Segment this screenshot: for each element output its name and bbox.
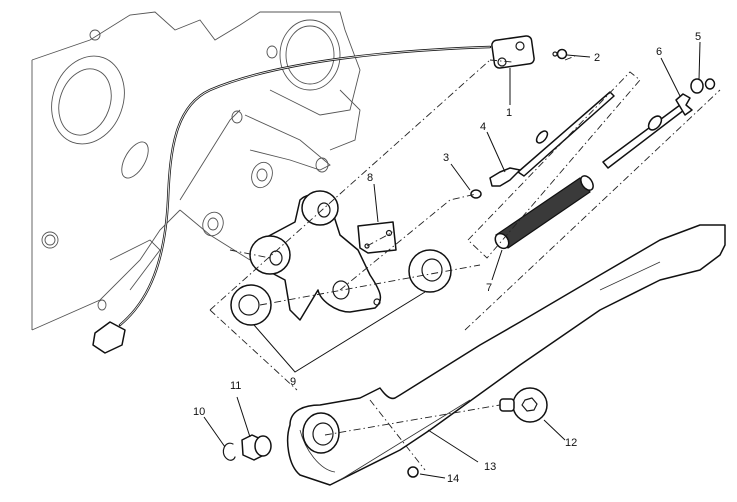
part-2-bolt — [552, 48, 568, 60]
callout-13: 13 — [484, 461, 496, 473]
part-12-pivot-bolt — [499, 387, 548, 423]
leader-lines — [203, 41, 701, 479]
part-7-spring — [494, 175, 594, 250]
part-5-nut-cap — [690, 78, 716, 94]
callout-6: 6 — [656, 46, 662, 58]
part-10-circlip — [222, 442, 236, 461]
part-13-side-stand — [287, 224, 726, 486]
part-6-spring-rod — [602, 93, 693, 169]
callout-10: 10 — [193, 406, 205, 418]
sensor-connector — [92, 321, 126, 354]
callout-14: 14 — [447, 473, 459, 485]
callout-12: 12 — [565, 437, 577, 449]
sensor-cable — [92, 45, 492, 354]
callout-7: 7 — [486, 282, 492, 294]
callout-9: 9 — [290, 376, 296, 388]
part-14-stop-pin — [407, 466, 419, 478]
callout-1: 1 — [506, 107, 512, 119]
callout-4: 4 — [480, 121, 486, 133]
part-3-pin — [470, 189, 482, 199]
assembly-lines — [209, 55, 721, 471]
part-1-switch-bracket — [491, 35, 535, 69]
part-8-plate — [357, 221, 397, 254]
part-9-washers — [230, 249, 452, 326]
part-11-bushing-nut — [241, 434, 272, 461]
callout-11: 11 — [230, 380, 241, 392]
callout-8: 8 — [367, 172, 373, 184]
callout-5: 5 — [695, 31, 701, 43]
callout-3: 3 — [443, 152, 449, 164]
callout-2: 2 — [594, 52, 600, 64]
callout-labels: 1 2 3 4 5 6 7 8 9 10 11 12 13 14 — [193, 31, 701, 485]
